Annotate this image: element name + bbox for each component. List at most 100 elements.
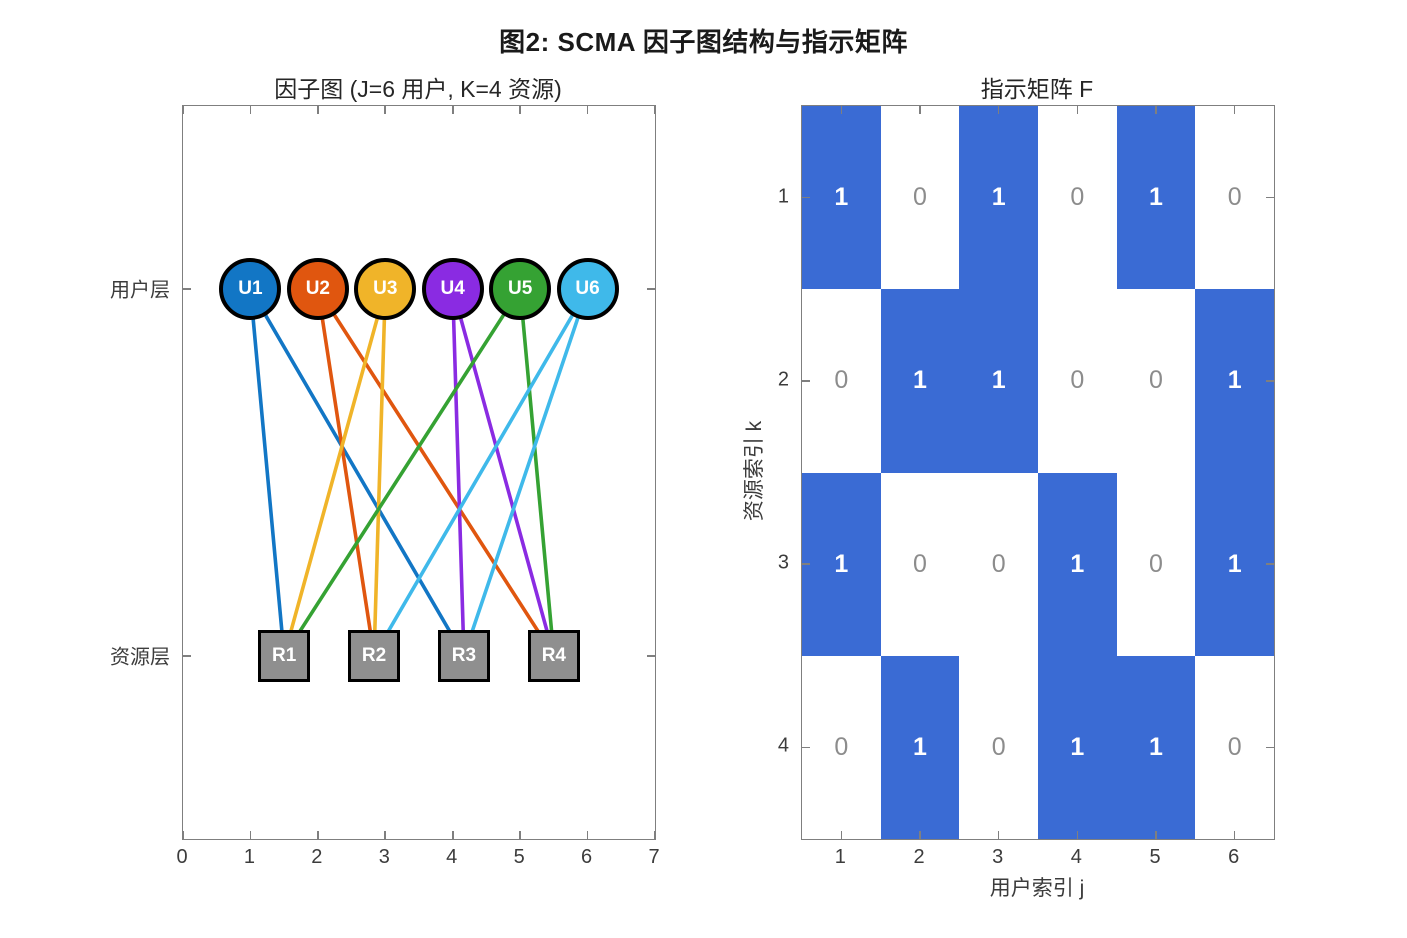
matrix-xtick-mark-top-4	[1076, 106, 1079, 114]
matrix-cell-k2-j5: 0	[1116, 289, 1196, 473]
xtick-mark-bottom-5	[519, 831, 521, 839]
matrix-cell-k3-j4: 1	[1038, 472, 1117, 656]
xtick-mark-bottom-3	[384, 831, 387, 839]
xtick-mark-top-5	[519, 106, 521, 114]
matrix-xtick-mark-top-2	[919, 106, 921, 114]
user-node-U2: U2	[286, 258, 349, 321]
xtick-mark-top-1	[249, 106, 252, 114]
edge-U1-R3	[248, 287, 466, 658]
matrix-xtick-mark-bottom-4	[1076, 831, 1079, 839]
edge-U2-R4	[316, 287, 556, 658]
matrix-cell-k4-j6: 0	[1195, 655, 1274, 839]
matrix-cell-k2-j3: 1	[959, 289, 1038, 473]
matrix-cell-value: 1	[1070, 732, 1085, 761]
xtick-mark-top-0	[182, 106, 184, 114]
matrix-cell-value: 1	[913, 732, 927, 761]
factor-graph-xtick-4: 4	[446, 846, 458, 868]
ytick-mark-right-资源层	[647, 654, 655, 657]
figure-title: 图2: SCMA 因子图结构与指示矩阵	[499, 27, 908, 57]
matrix-cell-k3-j5: 0	[1116, 472, 1196, 656]
xtick-mark-top-4	[451, 106, 454, 114]
user-node-U3: U3	[354, 258, 417, 321]
matrix-cell-value: 0	[991, 732, 1006, 761]
edge-U6-R2	[372, 287, 590, 658]
xtick-mark-top-3	[384, 106, 387, 114]
matrix-ytick-mark-right-4	[1266, 746, 1274, 749]
factor-graph-xtick-7: 7	[648, 846, 660, 868]
edge-U2-R2	[316, 287, 376, 658]
matrix-xtick-1: 1	[834, 846, 846, 868]
edge-U5-R1	[282, 287, 522, 658]
edge-U5-R4	[518, 287, 556, 658]
matrix-xtick-6: 6	[1228, 846, 1240, 868]
matrix-cell-k1-j6: 0	[1195, 106, 1274, 290]
matrix-cell-value: 0	[913, 183, 927, 212]
matrix-cell-k4-j4: 1	[1038, 655, 1117, 839]
matrix-cell-value: 0	[834, 732, 849, 761]
matrix-cell-value: 1	[1149, 732, 1163, 761]
xtick-mark-bottom-1	[249, 831, 252, 839]
matrix-y-axis-label: 资源索引 k	[743, 420, 766, 522]
matrix-cell-value: 1	[1227, 549, 1242, 578]
matrix-xtick-4: 4	[1070, 846, 1082, 868]
indicator-matrix-title: 指示矩阵 F	[980, 76, 1094, 102]
matrix-cell-k1-j3: 1	[959, 106, 1038, 290]
matrix-xtick-2: 2	[913, 846, 925, 868]
matrix-cell-value: 1	[1227, 366, 1242, 395]
matrix-cell-value: 0	[1070, 366, 1085, 395]
resource-node-R2: R2	[348, 629, 401, 682]
matrix-ytick-2: 2	[777, 368, 789, 391]
factor-graph-ytick-用户层: 用户层	[110, 279, 170, 302]
matrix-xtick-mark-bottom-2	[919, 831, 921, 839]
matrix-cell-k1-j5: 1	[1116, 106, 1196, 290]
factor-graph-edges	[248, 287, 590, 658]
matrix-cell-value: 1	[913, 366, 927, 395]
matrix-xtick-mark-bottom-1	[840, 831, 843, 839]
matrix-cell-value: 1	[1070, 549, 1085, 578]
factor-graph-xtick-6: 6	[581, 846, 593, 868]
matrix-cell-value: 0	[913, 549, 927, 578]
matrix-xtick-mark-bottom-6	[1233, 831, 1236, 839]
matrix-ytick-1: 1	[777, 185, 789, 208]
xtick-mark-bottom-0	[182, 831, 184, 839]
matrix-cell-value: 1	[991, 366, 1006, 395]
matrix-xtick-mark-bottom-3	[997, 831, 1000, 839]
resource-node-R1: R1	[258, 629, 311, 682]
xtick-mark-bottom-6	[586, 831, 589, 839]
matrix-cell-k4-j5: 1	[1116, 655, 1196, 839]
matrix-cell-value: 1	[834, 549, 849, 578]
matrix-cell-value: 1	[991, 183, 1006, 212]
user-node-U4: U4	[421, 258, 484, 321]
matrix-cell-k3-j3: 0	[959, 472, 1038, 656]
edge-U6-R3	[462, 287, 590, 658]
user-node-U1: U1	[219, 258, 282, 321]
edge-U1-R1	[248, 287, 286, 658]
matrix-ytick-mark-left-2	[802, 380, 810, 382]
matrix-ytick-3: 3	[777, 551, 789, 574]
matrix-xtick-3: 3	[992, 846, 1004, 868]
edge-U4-R4	[450, 287, 556, 658]
factor-graph-title: 因子图 (J=6 用户, K=4 资源)	[274, 76, 562, 102]
matrix-xtick-mark-top-3	[997, 106, 1000, 114]
resource-node-R4: R4	[527, 629, 580, 682]
matrix-cell-value: 0	[1227, 183, 1242, 212]
ytick-mark-right-用户层	[647, 288, 655, 291]
matrix-cell-value: 1	[834, 183, 849, 212]
matrix-cell-k3-j2: 0	[880, 472, 960, 656]
matrix-cell-k2-j4: 0	[1038, 289, 1117, 473]
user-node-U6: U6	[556, 258, 619, 321]
edge-U3-R2	[372, 287, 388, 658]
matrix-ytick-4: 4	[777, 734, 789, 757]
matrix-cell-k1-j2: 0	[880, 106, 960, 290]
matrix-cell-value: 0	[1227, 732, 1242, 761]
factor-graph-xtick-2: 2	[311, 846, 323, 868]
matrix-ytick-mark-left-3	[802, 563, 810, 565]
matrix-cell-k4-j2: 1	[880, 655, 960, 839]
matrix-cell-value: 0	[991, 549, 1006, 578]
matrix-cell-value: 0	[1149, 366, 1163, 395]
xtick-mark-bottom-2	[317, 831, 319, 839]
matrix-cell-k2-j6: 1	[1195, 289, 1274, 473]
matrix-x-axis-label: 用户索引 j	[989, 877, 1085, 900]
